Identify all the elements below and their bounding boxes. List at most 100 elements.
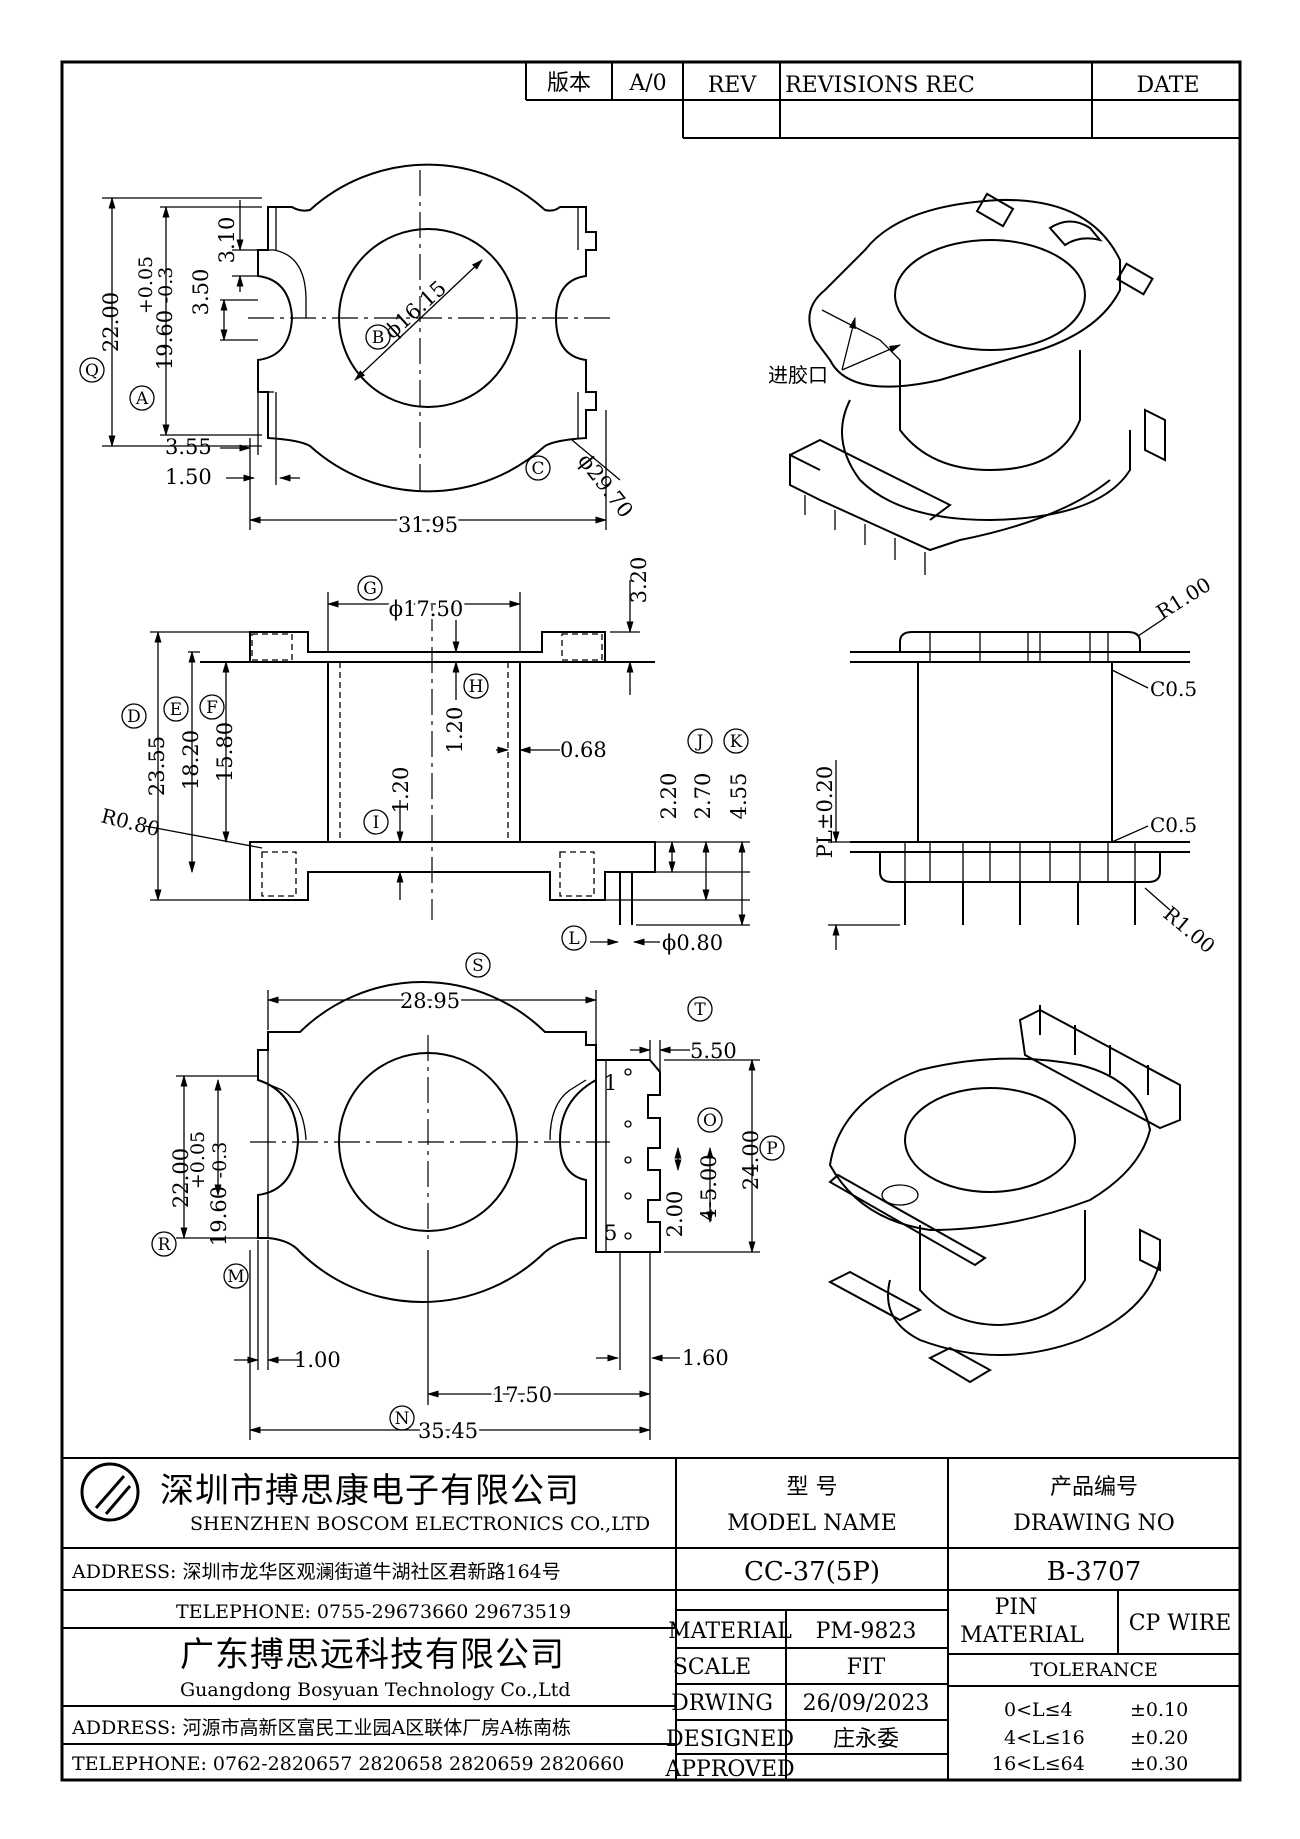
tol-range-1: 0<L≤4 — [1004, 1699, 1073, 1721]
model-value: CC-37(5P) — [744, 1557, 880, 1587]
drwing-value: 26/09/2023 — [803, 1691, 930, 1716]
tol-range-2: 4<L≤16 — [1004, 1727, 1085, 1749]
dim-3-50: 3.50 — [189, 269, 213, 316]
dim-19-60: 19.60 — [153, 310, 177, 370]
svg-text:T: T — [694, 1000, 706, 1020]
svg-text:B: B — [372, 328, 385, 348]
callout-d: D — [121, 703, 147, 729]
dim-35-45: 35.45 — [418, 1419, 478, 1443]
model-label-cn: 型 号 — [787, 1475, 838, 1500]
address-2: ADDRESS: 河源市高新区富民工业园A区联体厂房A栋南栋 — [71, 1717, 571, 1739]
dim-23-55: 23.55 — [145, 736, 169, 796]
dim-r1-00-top: R1.00 — [1152, 572, 1215, 624]
dim-tol-minus-b: -0.3 — [209, 1142, 231, 1179]
pin-material-label: MATERIAL — [960, 1623, 1084, 1648]
callout-a: A — [129, 385, 155, 411]
dim-tol-minus: -0.3 — [155, 267, 177, 304]
dim-phi-17-50: ϕ17.50 — [389, 597, 463, 621]
version-label: 版本 — [547, 71, 591, 96]
front-view: ϕ17.50 3.20 1.20 0.68 23.55 18.20 15.80 … — [99, 557, 751, 955]
isometric-view-top: 进胶口 — [768, 192, 1166, 575]
dim-tol-plus: +0.05 — [135, 256, 157, 314]
dim-28-95: 28.95 — [400, 989, 460, 1013]
dim-c0-5-bottom: C0.5 — [1150, 813, 1197, 837]
top-view: 22.00 19.60 +0.05 -0.3 3.10 3.50 3.55 1.… — [79, 163, 638, 540]
address-1: ADDRESS: 深圳市龙华区观澜街道牛湖社区君新路164号 — [71, 1561, 561, 1583]
callout-o: O — [697, 1107, 723, 1133]
dim-3-55: 3.55 — [165, 435, 212, 459]
dim-2-00: 2.00 — [663, 1191, 687, 1238]
callout-q: Q — [79, 357, 105, 383]
revisions-header: REVISIONS REC — [785, 73, 975, 98]
dim-1-50: 1.50 — [165, 465, 212, 489]
iso-pins — [789, 438, 952, 575]
callout-j: J — [687, 728, 713, 754]
callout-n: N — [389, 1405, 415, 1431]
designed-value: 庄永委 — [833, 1727, 899, 1752]
dim-18-20: 18.20 — [179, 730, 203, 790]
pin-label: PIN — [995, 1595, 1038, 1620]
bottom-view: 1 5 28.95 5.50 22.00 19.60 +0.05 -0.3 24… — [151, 952, 785, 1446]
model-label-en: MODEL NAME — [727, 1511, 897, 1536]
company-logo — [80, 1462, 140, 1522]
svg-text:Q: Q — [85, 361, 99, 381]
dim-24-00: 24.00 — [739, 1130, 763, 1190]
dim-22-00-b: 22.00 — [169, 1148, 193, 1208]
tolerance-label: TOLERANCE — [1030, 1659, 1158, 1681]
svg-text:A: A — [135, 389, 149, 409]
svg-text:D: D — [127, 707, 141, 727]
svg-text:C: C — [531, 459, 544, 479]
telephone-2: TELEPHONE: 0762-2820657 2820658 2820659 … — [72, 1753, 624, 1775]
svg-text:J: J — [695, 732, 704, 752]
date-header: DATE — [1136, 73, 1199, 98]
dim-tol-plus-b: +0.05 — [187, 1131, 209, 1189]
scale-value: FIT — [847, 1655, 886, 1680]
tol-value-3: ±0.30 — [1130, 1753, 1188, 1775]
svg-text:G: G — [363, 579, 377, 599]
pin-1-label: 1 — [604, 1071, 617, 1095]
callout-g: G — [357, 575, 383, 601]
drawing-label-cn: 产品编号 — [1050, 1475, 1138, 1500]
dim-0-68: 0.68 — [560, 738, 607, 762]
dim-22-00: 22.00 — [99, 292, 123, 352]
svg-text:K: K — [730, 732, 743, 752]
drawing-frame — [60, 60, 1242, 1782]
callout-h: H — [463, 673, 489, 699]
callout-i: I — [363, 809, 389, 835]
drawing-value: B-3707 — [1047, 1557, 1142, 1587]
rev-header: REV — [708, 73, 758, 98]
callout-s: S — [465, 952, 491, 978]
pin-material-value: CP WIRE — [1129, 1611, 1232, 1636]
dim-2-20: 2.20 — [657, 773, 681, 820]
svg-text:I: I — [373, 813, 380, 833]
telephone-1: TELEPHONE: 0755-29673660 29673519 — [176, 1601, 571, 1623]
material-value: PM-9823 — [816, 1619, 917, 1644]
dim-pl: PL±0.20 — [813, 766, 837, 858]
svg-text:O: O — [703, 1111, 717, 1131]
title-block: 深圳市搏思康电子有限公司 SHENZHEN BOSCOM ELECTRONICS… — [62, 1457, 1240, 1782]
dim-2-70: 2.70 — [691, 773, 715, 820]
material-label: MATERIAL — [668, 1619, 792, 1644]
dim-1-60: 1.60 — [682, 1346, 729, 1370]
isometric-view-bottom — [827, 1005, 1181, 1384]
dim-phi-0-80: ϕ0.80 — [662, 931, 723, 955]
dim-phi-16-15: ϕ16.15 — [380, 276, 451, 344]
callout-f: F — [199, 694, 225, 720]
svg-text:P: P — [766, 1139, 777, 1159]
svg-text:E: E — [170, 700, 182, 720]
dim-31-95: 31.95 — [398, 513, 458, 537]
svg-text:H: H — [469, 677, 484, 697]
side-pins — [904, 882, 1136, 925]
drwing-label: DRWING — [671, 1691, 773, 1716]
dim-1-00: 1.00 — [294, 1348, 341, 1372]
tol-value-2: ±0.20 — [1130, 1727, 1188, 1749]
dim-15-80: 15.80 — [213, 722, 237, 782]
tol-range-3: 16<L≤64 — [992, 1753, 1085, 1775]
callout-t: T — [687, 996, 713, 1022]
dim-r1-00-bottom: R1.00 — [1159, 901, 1220, 958]
callout-r: R — [151, 1231, 177, 1257]
dim-1-20-bottom: 1.20 — [389, 767, 413, 814]
callout-e: E — [163, 696, 189, 722]
svg-text:F: F — [206, 698, 218, 718]
